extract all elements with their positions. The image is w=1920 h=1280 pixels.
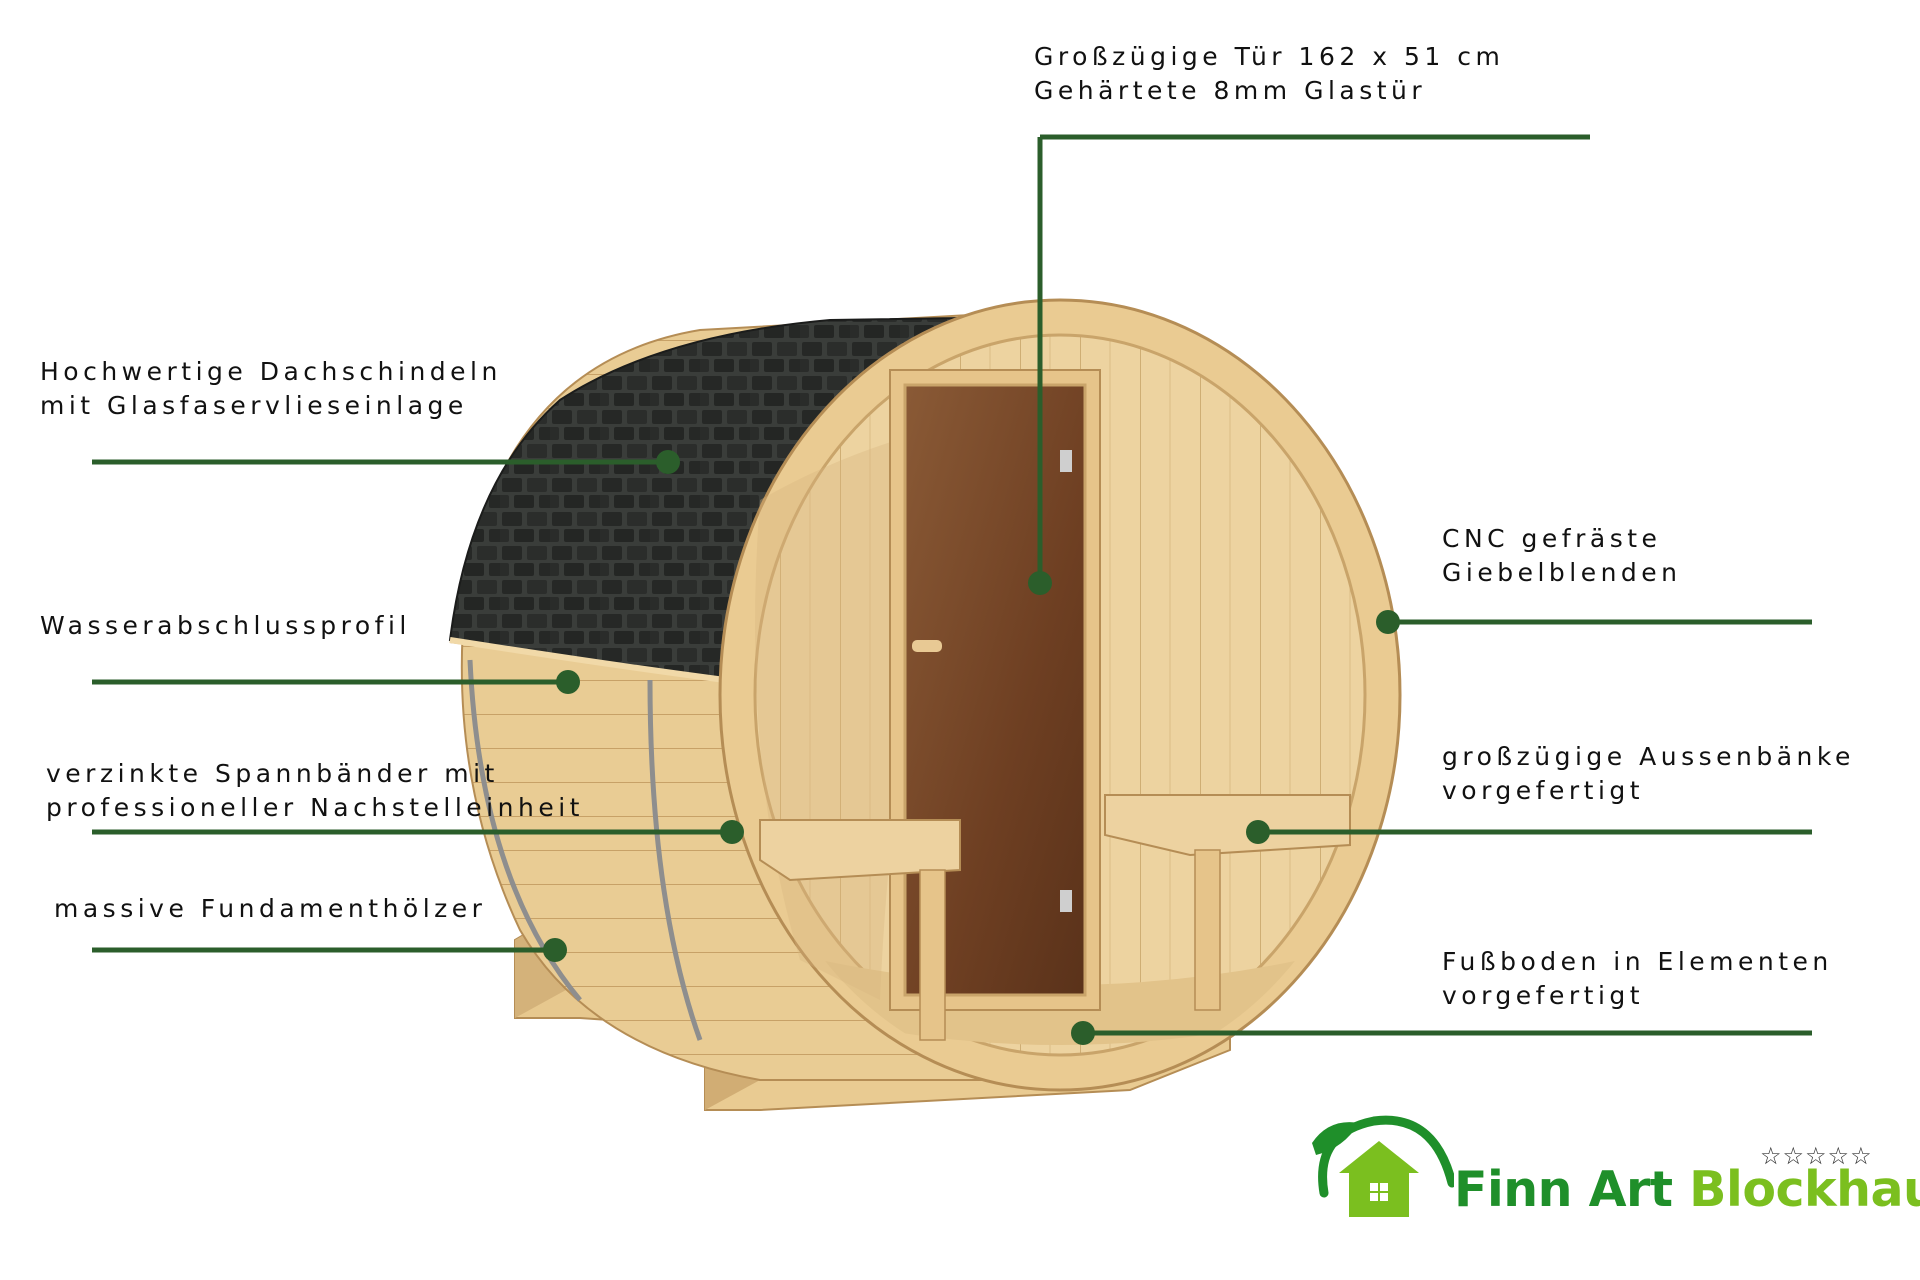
leader-roof [92, 450, 680, 474]
callout-door-line2: Gehärtete 8mm Glastür [1034, 76, 1427, 105]
callout-gable-line1: CNC gefräste [1442, 524, 1662, 553]
callout-roof: Hochwertige Dachschindeln mit Glasfaserv… [40, 355, 502, 423]
leader-door [1028, 134, 1590, 595]
callout-floor: Fußboden in Elementen vorgefertigt [1442, 945, 1833, 1013]
callout-bands-line2: professioneller Nachstelleinheit [46, 793, 584, 822]
callout-foundation: massive Fundamenthölzer [54, 892, 486, 926]
rating-stars: ☆☆☆☆☆ [1760, 1142, 1873, 1170]
callout-water: Wasserabschlussprofil [40, 609, 411, 643]
callout-bands-line1: verzinkte Spannbänder mit [46, 759, 499, 788]
callout-benches-line1: großzügige Aussenbänke [1442, 742, 1855, 771]
house-leaf-icon [1312, 1115, 1454, 1217]
callout-bands: verzinkte Spannbänder mit professionelle… [46, 757, 584, 825]
brand-logo-text: Finn Art Blockhaus [1454, 1161, 1920, 1218]
callout-door: Großzügige Tür 162 x 51 cm Gehärtete 8mm… [1034, 40, 1504, 108]
callout-gable-line2: Giebelblenden [1442, 558, 1682, 587]
callout-floor-line2: vorgefertigt [1442, 981, 1645, 1010]
callout-benches-line2: vorgefertigt [1442, 776, 1645, 805]
brand-word-1: Finn Art [1454, 1161, 1673, 1218]
outside-benches [759, 794, 1351, 1041]
leader-water [92, 670, 580, 694]
leader-benches [1246, 820, 1812, 844]
callout-benches: großzügige Aussenbänke vorgefertigt [1442, 740, 1855, 808]
callout-door-line1: Großzügige Tür 162 x 51 cm [1034, 42, 1505, 71]
brand-word-2: Blockhaus [1689, 1161, 1920, 1218]
callout-foundation-line1: massive Fundamenthölzer [54, 894, 487, 923]
callout-roof-line1: Hochwertige Dachschindeln [40, 357, 502, 386]
callout-floor-line1: Fußboden in Elementen [1442, 947, 1833, 976]
callout-water-line1: Wasserabschlussprofil [40, 611, 411, 640]
callout-roof-line2: mit Glasfaservlieseinlage [40, 391, 468, 420]
leader-bands [92, 820, 744, 844]
leader-foundation [92, 938, 567, 962]
leader-gable [1376, 610, 1812, 634]
callout-gable: CNC gefräste Giebelblenden [1442, 522, 1682, 590]
leader-floor [1071, 1021, 1812, 1045]
